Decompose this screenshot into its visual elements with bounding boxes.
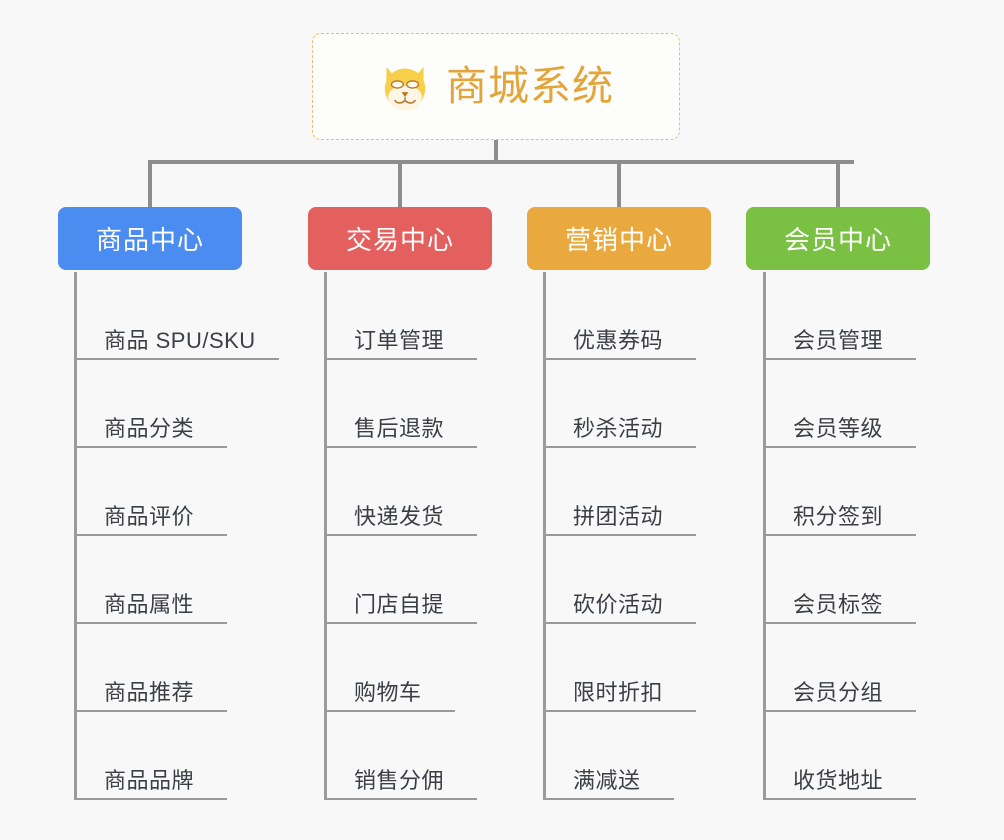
leaf-item[interactable]: 订单管理: [324, 272, 477, 360]
leaf-label: 商品品牌: [104, 767, 195, 793]
leaf-label: 限时折扣: [573, 679, 664, 705]
leaf-item[interactable]: 拼团活动: [543, 448, 696, 536]
category-label: 会员中心: [783, 225, 892, 255]
connector-root-trunk: [494, 140, 498, 164]
leaf-label: 快递发货: [354, 503, 445, 529]
leaf-item[interactable]: 售后退款: [324, 360, 477, 448]
leaf-item[interactable]: 商品属性: [74, 536, 227, 624]
leaf-label: 会员等级: [793, 415, 884, 441]
leaf-label: 销售分佣: [354, 767, 445, 793]
connector-bus-bar: [148, 160, 854, 164]
leaf-label: 会员标签: [793, 591, 884, 617]
leaf-item[interactable]: 商品品牌: [74, 712, 227, 800]
leaf-label: 商品属性: [104, 591, 195, 617]
leaf-item[interactable]: 满减送: [543, 712, 674, 800]
leaf-label: 满减送: [573, 767, 641, 793]
category-box-product-center[interactable]: 商品中心: [58, 207, 242, 270]
leaf-item[interactable]: 砍价活动: [543, 536, 696, 624]
leaf-item[interactable]: 销售分佣: [324, 712, 477, 800]
leaf-label: 拼团活动: [573, 503, 664, 529]
leaf-label: 优惠券码: [573, 327, 664, 353]
leaf-label: 会员分组: [793, 679, 884, 705]
category-box-trade-center[interactable]: 交易中心: [308, 207, 492, 270]
root-node-shop-system[interactable]: 商城系统: [312, 33, 680, 140]
connector-drop-3: [617, 160, 621, 208]
leaf-label: 购物车: [354, 679, 422, 705]
leaf-label: 商品 SPU/SKU: [104, 327, 256, 353]
leaf-item[interactable]: 会员标签: [763, 536, 916, 624]
leaf-item[interactable]: 商品推荐: [74, 624, 227, 712]
leaf-item[interactable]: 快递发货: [324, 448, 477, 536]
leaf-item[interactable]: 秒杀活动: [543, 360, 696, 448]
root-title: 商城系统: [446, 63, 614, 109]
category-box-marketing-center[interactable]: 营销中心: [527, 207, 711, 270]
category-label: 商品中心: [95, 225, 204, 255]
leaf-label: 会员管理: [793, 327, 884, 353]
leaf-item[interactable]: 商品 SPU/SKU: [74, 272, 279, 360]
category-box-member-center[interactable]: 会员中心: [746, 207, 930, 270]
leaf-label: 积分签到: [793, 503, 884, 529]
connector-drop-1: [148, 160, 152, 208]
leaf-item[interactable]: 商品分类: [74, 360, 227, 448]
category-label: 营销中心: [564, 225, 673, 255]
leaf-item[interactable]: 购物车: [324, 624, 455, 712]
leaf-item[interactable]: 优惠券码: [543, 272, 696, 360]
leaf-label: 商品评价: [104, 503, 195, 529]
leaf-item[interactable]: 会员管理: [763, 272, 916, 360]
shiba-dog-face-icon: [384, 66, 426, 111]
leaf-label: 商品分类: [104, 415, 195, 441]
connector-drop-2: [398, 160, 402, 208]
leaf-label: 收货地址: [793, 767, 884, 793]
leaf-label: 订单管理: [354, 327, 445, 353]
category-label: 交易中心: [345, 225, 454, 255]
connector-drop-4: [836, 160, 840, 208]
leaf-item[interactable]: 收货地址: [763, 712, 916, 800]
leaf-label: 商品推荐: [104, 679, 195, 705]
leaf-item[interactable]: 商品评价: [74, 448, 227, 536]
leaf-label: 售后退款: [354, 415, 445, 441]
leaf-item[interactable]: 会员等级: [763, 360, 916, 448]
leaf-label: 秒杀活动: [573, 415, 664, 441]
leaf-item[interactable]: 会员分组: [763, 624, 916, 712]
leaf-item[interactable]: 积分签到: [763, 448, 916, 536]
leaf-label: 砍价活动: [573, 591, 664, 617]
leaf-item[interactable]: 限时折扣: [543, 624, 696, 712]
leaf-item[interactable]: 门店自提: [324, 536, 477, 624]
leaf-label: 门店自提: [354, 591, 445, 617]
